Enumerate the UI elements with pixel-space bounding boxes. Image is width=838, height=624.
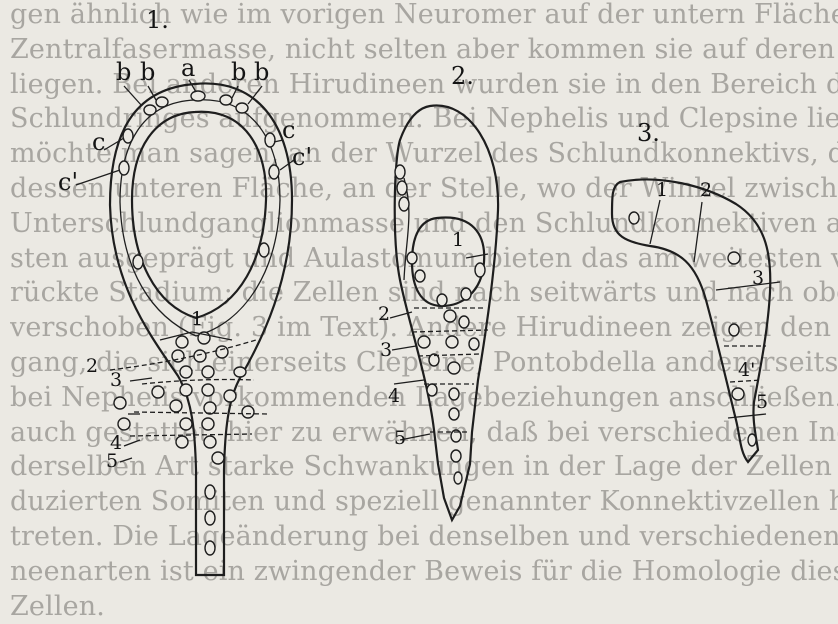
- figure-3-cell: [748, 434, 756, 446]
- figure-2-level-2-line: [412, 330, 488, 332]
- figure-1-cell: [212, 452, 224, 464]
- figure-3-cell: [728, 252, 740, 264]
- figure-1-level-5-label: 5: [106, 450, 118, 472]
- figure-2-number: 2.: [451, 62, 474, 90]
- figure-2-cell: [407, 252, 417, 264]
- figure-2-cell: [461, 288, 471, 300]
- figure-2-level-2-label: 2: [378, 303, 390, 325]
- figure-3-level-1-label: 1: [656, 179, 668, 201]
- figure-1-cell: [176, 336, 188, 348]
- figure-2-cell: [451, 450, 461, 462]
- figure-1-label-b: b: [116, 58, 131, 86]
- figure-2-cell: [444, 310, 456, 322]
- figure-3: 3. 1 2 3 4' 5: [612, 119, 780, 462]
- figure-1: 1.: [58, 6, 312, 575]
- figure-1-cell-c-left: [123, 129, 133, 143]
- figure-1-cell: [205, 541, 215, 555]
- figure-1-cell: [170, 400, 182, 412]
- figure-1-cell: [176, 436, 188, 448]
- figure-1-cell: [216, 346, 228, 358]
- figure-1-cell-b-right: [236, 103, 248, 113]
- figure-1-number: 1.: [146, 6, 169, 34]
- figure-1-cell: [180, 384, 192, 396]
- figure-1-level-2-label: 2: [86, 355, 98, 377]
- figure-1-cell: [259, 243, 269, 257]
- figure-1-cell: [202, 418, 214, 430]
- figure-1-cell: [204, 436, 216, 448]
- figure-1-cell: [152, 386, 164, 398]
- figure-1-label-c-prime: c': [58, 168, 78, 196]
- figure-3-cell: [729, 324, 739, 336]
- figure-2-cell: [449, 408, 459, 420]
- figure-1-cell: [205, 485, 215, 499]
- figure-1-label-b: b: [140, 58, 155, 86]
- figure-1-cell-c-right: [265, 133, 275, 147]
- figure-1-cell-b-left: [144, 105, 156, 115]
- figure-2-level-3-line: [418, 354, 480, 356]
- figure-2-cell: [449, 388, 459, 400]
- figure-3-level-2-line: [694, 202, 702, 262]
- figure-2-cell: [446, 336, 458, 348]
- figure-3-level-5-label: 5: [756, 391, 768, 413]
- figure-1-label-c: c: [282, 116, 295, 144]
- figure-1-level-1-label: 1: [191, 308, 203, 330]
- figure-1-level-3-label: 3: [110, 369, 122, 391]
- figure-1-cell: [118, 418, 130, 430]
- figure-1-cell-c-prime-left: [119, 161, 129, 175]
- figure-1-label-b: b: [231, 58, 246, 86]
- figure-1-label-c-prime: c': [292, 143, 312, 171]
- figure-2-cell: [469, 338, 479, 350]
- figure-3-level-1-line: [650, 200, 660, 244]
- figure-1-cell: [242, 406, 254, 418]
- figure-1-cell-b-left: [156, 97, 168, 107]
- figure-1-cell: [204, 402, 216, 414]
- figure-3-cell: [629, 212, 639, 224]
- figure-1-cell: [202, 384, 214, 396]
- figure-2-cell: [399, 197, 409, 211]
- figure-1-cell: [180, 418, 192, 430]
- figure-2-cell: [454, 472, 462, 484]
- figure-2-level-3-label: 3: [380, 339, 392, 361]
- figure-2-cell: [395, 165, 405, 179]
- figure-1-cell: [205, 511, 215, 525]
- figure-1-cell: [194, 350, 206, 362]
- figure-2-cell: [448, 362, 460, 374]
- figure-2-level-1-label: 1: [452, 229, 464, 251]
- figure-2-cell: [397, 181, 407, 195]
- figure-2-level-5-label: 5: [394, 427, 406, 449]
- figure-1-cell: [114, 397, 126, 409]
- figure-1-cell-a: [191, 91, 205, 101]
- figure-2-cell: [437, 294, 447, 306]
- figure-1-cell: [133, 255, 143, 269]
- figure-2-level-4-label: 4: [388, 385, 400, 407]
- figure-1-cell-b-right: [220, 95, 232, 105]
- figure-2-cell: [459, 316, 469, 328]
- figure-2-cell: [427, 384, 437, 396]
- figure-1-level-5-line: [130, 434, 252, 436]
- figure-1-cell: [202, 366, 214, 378]
- figure-2-cell: [418, 336, 430, 348]
- figure-3-level-4-label: 4': [738, 359, 755, 381]
- figure-1-cell: [180, 366, 192, 378]
- figures-drawing: 1.: [0, 0, 838, 598]
- figure-2: 2. 1 2 3 4: [378, 62, 498, 520]
- figure-3-cell: [732, 388, 744, 400]
- figure-3-level-2-label: 2: [700, 179, 712, 201]
- figure-1-label-b: b: [254, 58, 269, 86]
- figure-3-number: 3.: [637, 119, 660, 147]
- figure-2-cell: [475, 263, 485, 277]
- figure-3-level-3-label: 3: [752, 267, 764, 289]
- figure-1-cell: [224, 390, 236, 402]
- figure-1-cell: [234, 367, 246, 377]
- figure-2-cell: [415, 270, 425, 282]
- figure-1-cell-c-prime-right: [269, 165, 279, 179]
- figure-1-label-c: c: [92, 128, 105, 156]
- figure-1-label-a: a: [181, 54, 195, 82]
